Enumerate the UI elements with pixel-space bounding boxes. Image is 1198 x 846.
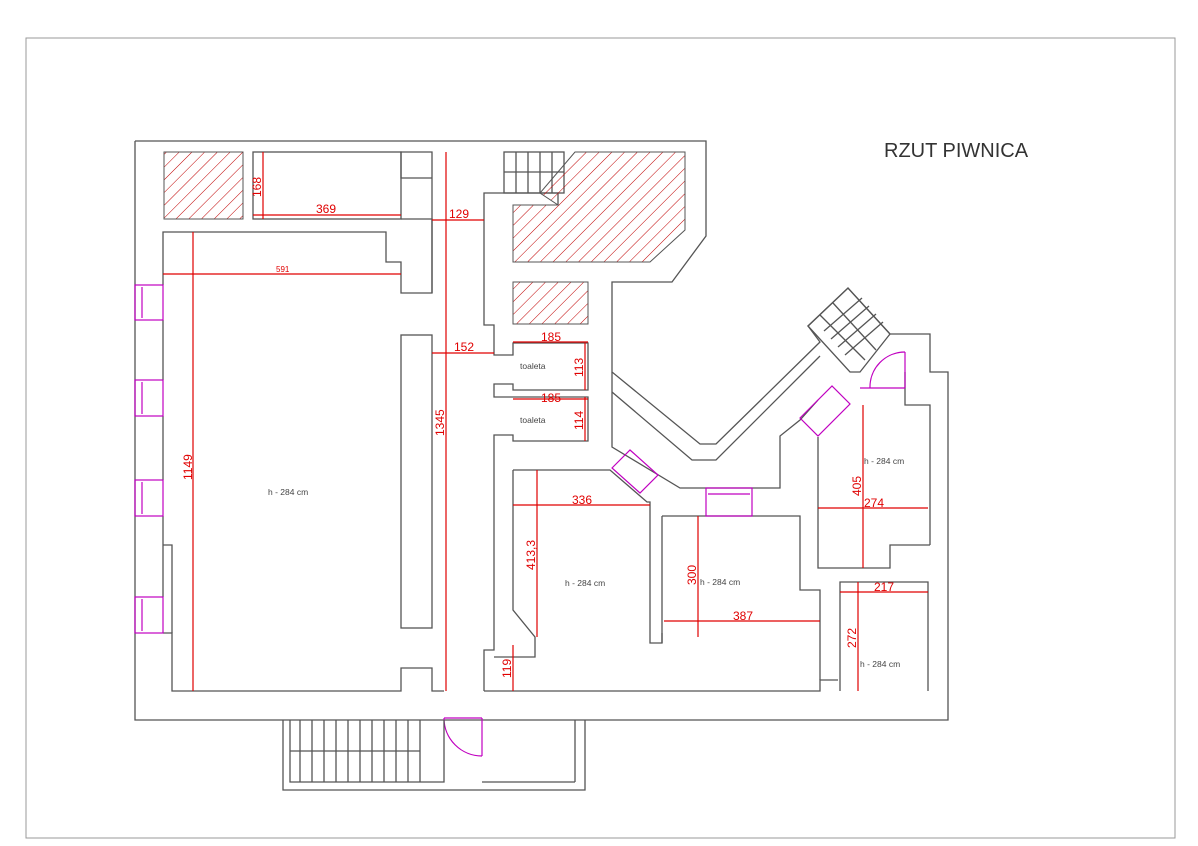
sheet-frame xyxy=(25,37,1176,839)
door-bottom xyxy=(443,717,483,757)
dimension-185-bottom: 185 xyxy=(541,391,561,405)
room-height-c: h - 284 cm xyxy=(864,456,904,466)
dimension-1345: 1345 xyxy=(433,409,447,436)
wall xyxy=(611,372,819,489)
dimension-274: 274 xyxy=(864,496,884,510)
stair-step xyxy=(837,313,877,348)
storage-box xyxy=(252,151,402,220)
dimension-152: 152 xyxy=(454,340,474,354)
room-height-a: h - 284 cm xyxy=(565,578,605,588)
dimension-591: 591 xyxy=(276,265,290,274)
room-height-d: h - 284 cm xyxy=(860,659,900,669)
dimension-272: 272 xyxy=(845,628,859,648)
corridor-pillar xyxy=(400,334,433,629)
dimension-lines xyxy=(163,152,928,691)
room-label-toilet-1: toaleta xyxy=(520,361,546,371)
wall xyxy=(163,544,173,633)
stair-ne xyxy=(807,287,891,373)
hatched-block-3 xyxy=(512,281,589,325)
dimension-217: 217 xyxy=(874,580,894,594)
windows xyxy=(134,284,851,634)
hatched-block-2 xyxy=(512,151,686,263)
dimension-113: 113 xyxy=(572,358,586,377)
dimension-300: 300 xyxy=(685,565,699,585)
dimension-119: 119 xyxy=(500,659,514,678)
wall xyxy=(904,372,931,545)
wall xyxy=(662,515,821,680)
stair-line xyxy=(832,302,877,351)
dimension-405: 405 xyxy=(850,476,864,496)
dimension-129: 129 xyxy=(449,207,469,221)
stair-bottom xyxy=(282,720,586,791)
dimension-114: 114 xyxy=(572,411,586,430)
stair-step xyxy=(830,305,870,340)
hatched-block-1 xyxy=(163,151,244,220)
wall xyxy=(839,581,929,691)
dimension-336: 336 xyxy=(572,493,592,507)
wall xyxy=(163,632,444,692)
wall xyxy=(611,355,821,461)
stair-step xyxy=(844,321,884,356)
stair-line xyxy=(819,314,866,361)
wall xyxy=(401,218,433,293)
outer-wall xyxy=(134,140,949,721)
room-height-big-hall: h - 284 cm xyxy=(268,487,308,497)
dimension-413-3: 413,3 xyxy=(524,540,538,570)
plan-title: RZUT PIWNICA xyxy=(884,140,1029,162)
room-label-toilet-2: toaleta xyxy=(520,415,546,425)
dimension-369: 369 xyxy=(316,202,336,216)
wall xyxy=(817,437,930,569)
wall-corridor xyxy=(483,192,589,691)
dimension-387: 387 xyxy=(733,609,753,623)
stair-step xyxy=(823,297,863,332)
dimension-168: 168 xyxy=(250,177,264,197)
door-ne xyxy=(860,351,906,389)
dimension-185-top: 185 xyxy=(541,330,561,344)
wall xyxy=(484,679,838,692)
dimension-1149: 1149 xyxy=(181,454,195,480)
wall xyxy=(494,470,536,658)
room-height-b: h - 284 cm xyxy=(700,577,740,587)
